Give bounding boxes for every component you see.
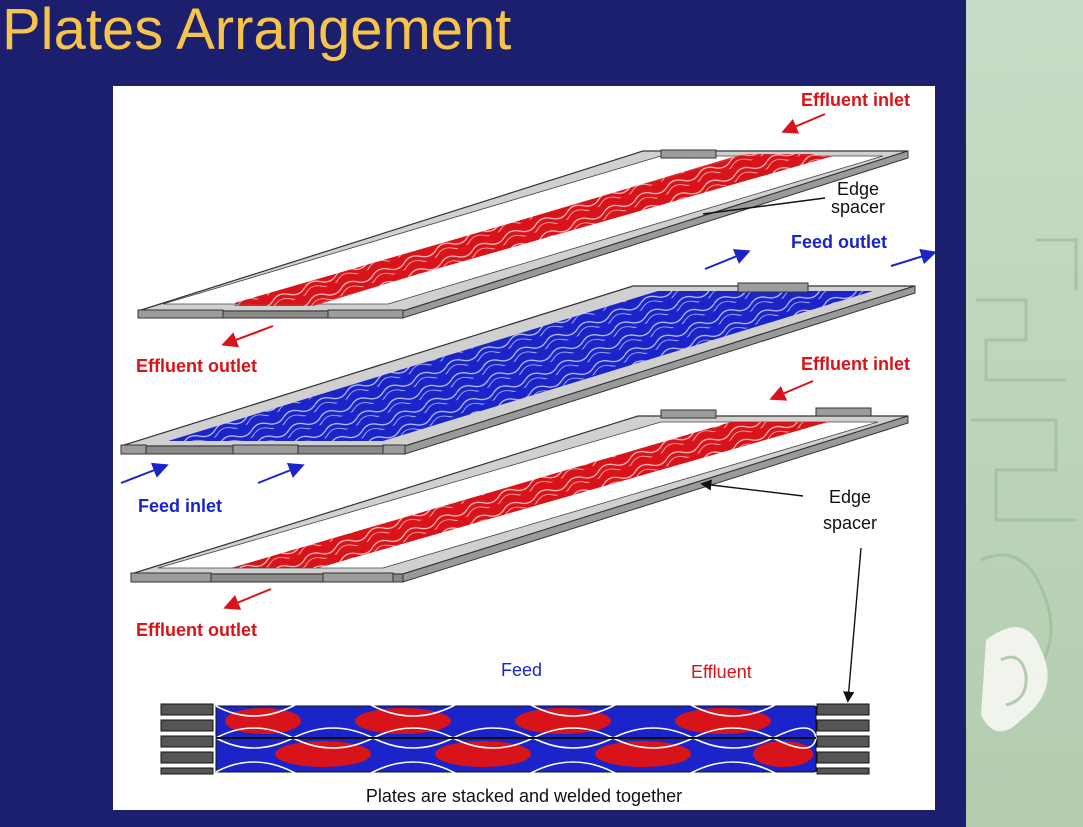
bottom-plate xyxy=(130,407,909,583)
top-plate xyxy=(137,149,909,319)
slide: Plates Arrangement xyxy=(0,0,966,827)
edge-spacer-leader-top xyxy=(702,197,826,215)
feed-inlet-arrow-1 xyxy=(120,462,169,484)
edge-spacer-leader-bottom xyxy=(700,479,804,497)
effluent-outlet-arrow-top xyxy=(221,325,274,348)
label-edge-spacer-bottom: Edge spacer xyxy=(823,487,878,533)
label-effluent-outlet-bottom: Effluent outlet xyxy=(136,620,257,640)
ornament-pattern-icon xyxy=(971,238,1078,732)
plate-diagram: Effluent inlet Edge spacer Feed outlet E… xyxy=(113,86,935,810)
figure-caption: Plates are stacked and welded together xyxy=(365,786,683,806)
feed-inlet-arrow-2 xyxy=(257,462,305,484)
label-effluent-inlet-bottom: Effluent inlet xyxy=(801,354,910,374)
middle-plate xyxy=(120,282,916,455)
label-feed: Feed xyxy=(501,660,543,680)
label-edge-spacer-top: Edge spacer xyxy=(831,179,886,217)
feed-outlet-arrow-2 xyxy=(890,248,935,267)
slide-title: Plates Arrangement xyxy=(2,0,512,62)
decorative-side-panel xyxy=(966,0,1083,827)
edge-spacer-leader-stack xyxy=(843,547,862,703)
effluent-inlet-arrow-bottom xyxy=(769,380,814,401)
plate-diagram-drawing xyxy=(120,113,935,783)
effluent-outlet-arrow-bottom xyxy=(223,588,272,610)
label-effluent-outlet-top: Effluent outlet xyxy=(136,356,257,376)
label-effluent-inlet-top: Effluent inlet xyxy=(801,90,910,110)
stack-cross-section xyxy=(159,695,870,783)
label-effluent: Effluent xyxy=(691,662,752,682)
label-feed-outlet: Feed outlet xyxy=(791,232,888,252)
effluent-inlet-arrow-top xyxy=(781,113,826,134)
label-feed-inlet: Feed inlet xyxy=(138,496,223,516)
feed-outlet-arrow-1 xyxy=(704,249,751,270)
